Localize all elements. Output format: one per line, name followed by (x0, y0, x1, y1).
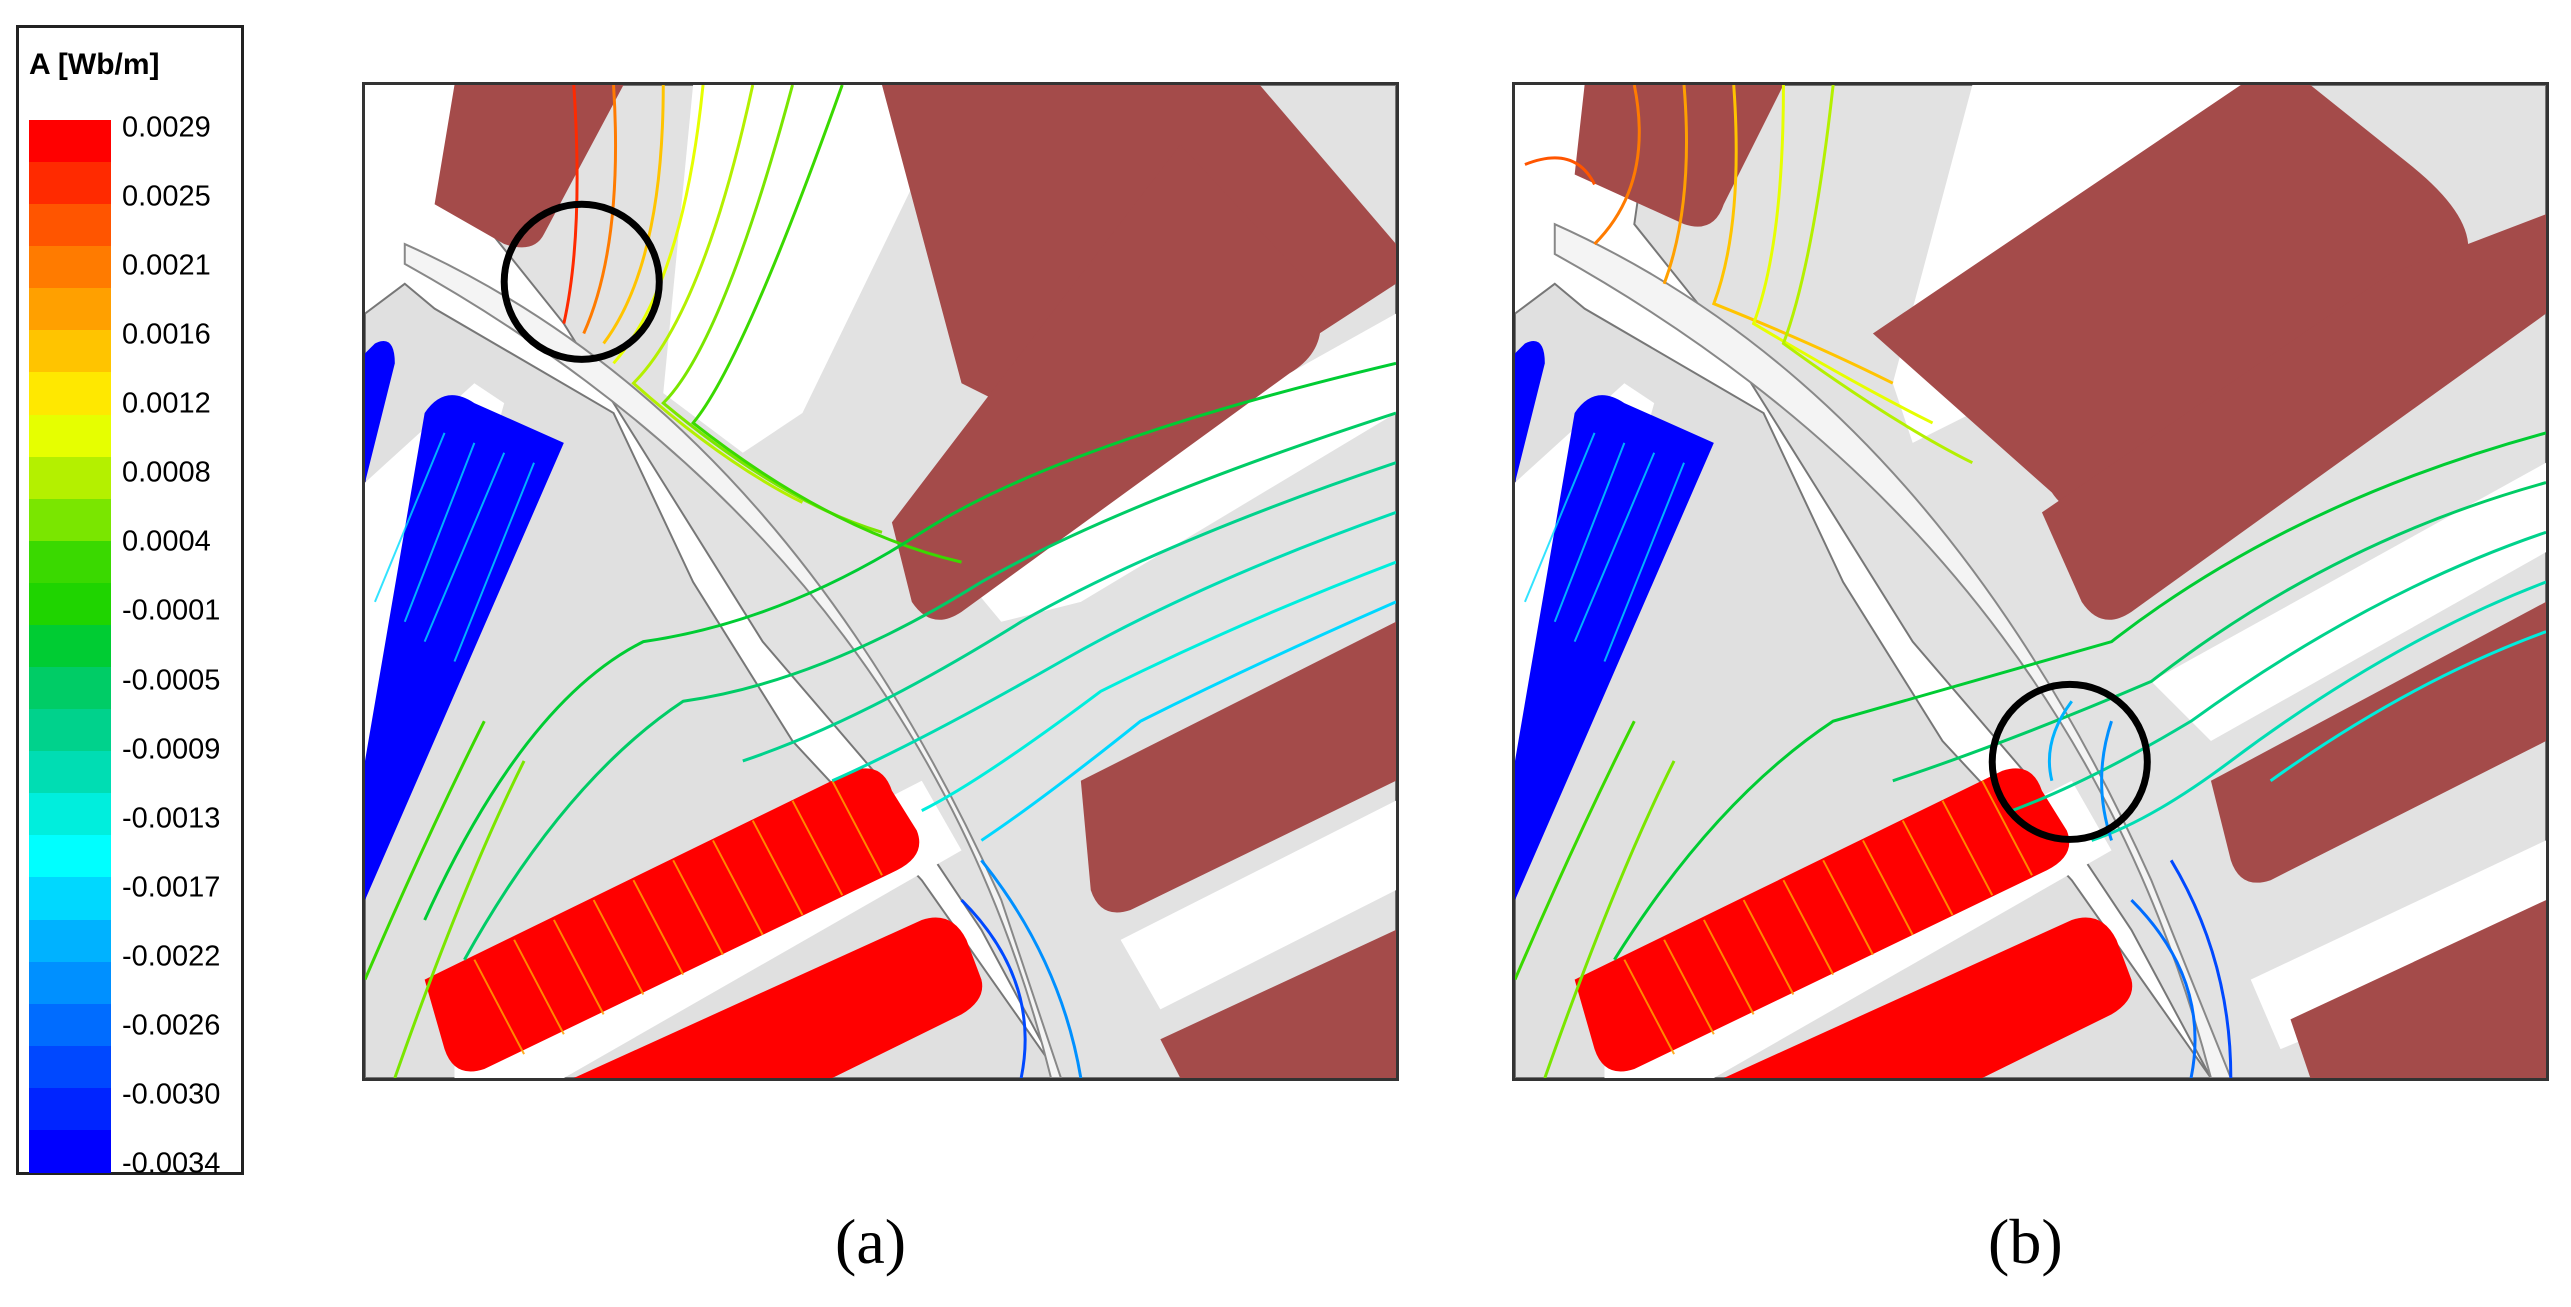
flux-lines (365, 85, 1396, 1078)
stator-slot (2041, 214, 2546, 620)
legend-swatch (29, 288, 111, 332)
flux-plot-a (362, 82, 1399, 1081)
coil-stripes (374, 432, 535, 662)
coil-negative (1515, 395, 1714, 901)
legend-swatch (29, 414, 111, 458)
legend-tick: -0.0026 (122, 1009, 221, 1042)
legend-tick: 0.0016 (122, 318, 211, 351)
legend-swatch (29, 751, 111, 795)
stator-slot-opening (2151, 462, 2546, 742)
stator-slot (891, 144, 1321, 620)
flux-plot-b-canvas (1515, 85, 2546, 1078)
legend-tick: -0.0001 (122, 594, 221, 627)
legend-tick: 0.0025 (122, 180, 211, 213)
air-gap (403, 242, 1062, 1078)
coil-stripes (1623, 780, 2033, 1055)
legend-swatch (29, 667, 111, 711)
legend-swatch (29, 498, 111, 542)
legend-title: A [Wb/m] (29, 48, 160, 81)
legend-swatch (29, 540, 111, 584)
legend-swatch (29, 961, 111, 1005)
legend-swatch (29, 1087, 111, 1131)
flux-plot-a-canvas (365, 85, 1396, 1078)
legend-tick: -0.0017 (122, 871, 221, 904)
coil-positive (1574, 768, 2070, 1072)
caption-a: (a) (835, 1206, 907, 1277)
legend-tick: 0.0029 (122, 111, 211, 144)
coil-positive (1723, 917, 2133, 1078)
stator-slot (1160, 929, 1396, 1078)
legend-swatch (29, 246, 111, 290)
flux-lines (1515, 85, 2546, 1078)
stator-slot (1080, 621, 1396, 913)
legend-tick: 0.0004 (122, 525, 211, 558)
legend-tick: -0.0013 (122, 802, 221, 835)
legend-color-bar (29, 120, 111, 1173)
legend-tick: -0.0022 (122, 940, 221, 973)
legend-swatch (29, 835, 111, 879)
flux-plot-b (1512, 82, 2549, 1081)
legend-swatch (29, 456, 111, 500)
highlight-circle (1988, 680, 2151, 843)
highlight-circle (500, 200, 663, 363)
legend-swatch (29, 330, 111, 374)
legend-swatch (29, 709, 111, 753)
coil-negative (365, 340, 395, 483)
legend-tick: -0.0034 (122, 1147, 221, 1180)
air-gap (1553, 222, 2232, 1078)
caption-b: (b) (1988, 1206, 2063, 1277)
stator-slot-opening (663, 85, 962, 453)
legend-tick: -0.0005 (122, 664, 221, 697)
legend-tick: 0.0021 (122, 249, 211, 282)
legend-swatch (29, 372, 111, 416)
legend-swatch (29, 1003, 111, 1047)
coil-stripes (473, 780, 883, 1055)
coil-positive (573, 917, 983, 1078)
coil-stripes (1524, 432, 1685, 662)
stator-slot-opening (1120, 800, 1396, 1010)
legend-swatch (29, 877, 111, 921)
stator-slot (2290, 900, 2546, 1078)
legend-swatch (29, 582, 111, 626)
legend-tick: -0.0009 (122, 733, 221, 766)
stator-slot (1872, 85, 2469, 511)
legend-swatch (29, 1129, 111, 1173)
legend-tick: -0.0030 (122, 1078, 221, 1111)
stator-slot (1574, 85, 1784, 227)
legend-tick: 0.0008 (122, 456, 211, 489)
legend-swatch (29, 162, 111, 206)
coil-positive (424, 768, 920, 1072)
legend-swatch (29, 624, 111, 669)
legend-swatch (29, 1045, 111, 1089)
legend-swatch (29, 204, 111, 248)
coil-negative (1515, 340, 1545, 483)
coil-negative (365, 395, 564, 901)
legend-swatch (29, 120, 111, 164)
legend-swatch (29, 919, 111, 963)
stator-slot (2210, 601, 2546, 883)
stator-slot-opening (2250, 840, 2546, 1050)
legend-tick: 0.0012 (122, 387, 211, 420)
legend-swatch (29, 793, 111, 837)
color-legend: A [Wb/m] 0.0029 0.0025 0.0021 0.0016 0.0… (16, 25, 244, 1180)
